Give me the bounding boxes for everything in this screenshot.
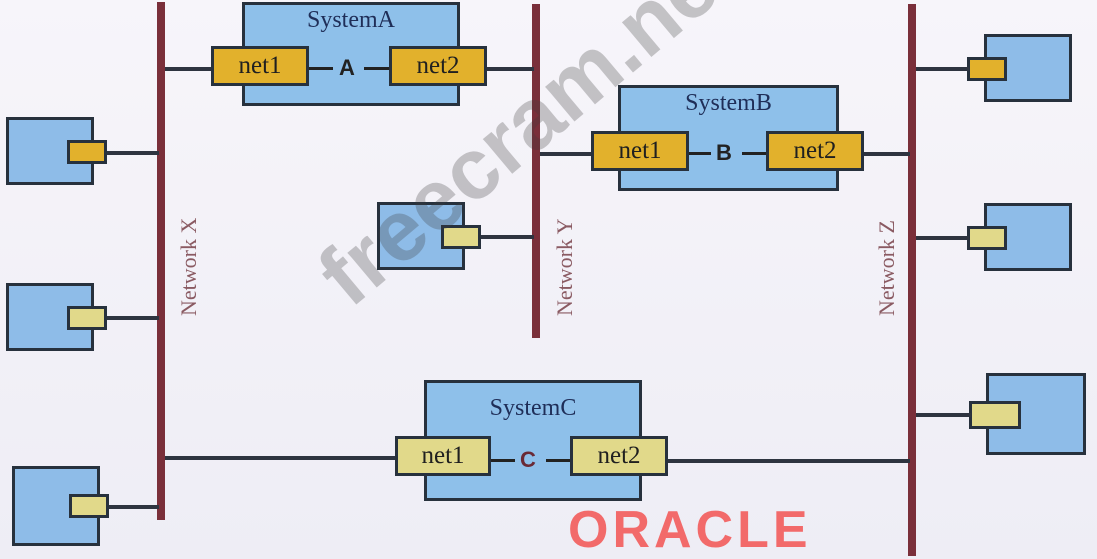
system-c-link-letter: C bbox=[520, 447, 536, 472]
system-b-net2: net2 bbox=[766, 131, 864, 171]
wire-y-to-system-b bbox=[540, 152, 594, 156]
system-c-title: SystemC bbox=[489, 395, 577, 421]
wire-host-z-2 bbox=[916, 236, 969, 240]
network-y-bar bbox=[532, 4, 540, 338]
host-z-2-port bbox=[967, 226, 1007, 250]
system-a-link-letter: A bbox=[339, 55, 355, 80]
host-z-3-port bbox=[969, 401, 1021, 429]
wire-host-x-2 bbox=[107, 316, 159, 320]
wire-system-b-to-z bbox=[862, 152, 910, 156]
network-z-bar bbox=[908, 4, 916, 556]
network-z-label: Network Z bbox=[874, 220, 899, 316]
host-x-2-port bbox=[67, 306, 107, 330]
wire-system-a-to-y bbox=[484, 67, 534, 71]
system-a-dash-right bbox=[364, 67, 390, 70]
system-b-dash-right bbox=[742, 152, 768, 155]
system-a-title: SystemA bbox=[306, 7, 395, 33]
system-c-dash-left bbox=[491, 459, 515, 462]
system-b-net1: net1 bbox=[591, 131, 689, 171]
wire-host-y-1 bbox=[481, 235, 534, 239]
system-b-title: SystemB bbox=[685, 90, 772, 116]
system-a-dash-left bbox=[309, 67, 333, 70]
system-b-dash-left bbox=[689, 152, 711, 155]
wire-x-to-system-a bbox=[165, 67, 215, 71]
wire-host-z-1 bbox=[916, 67, 969, 71]
wire-system-c-to-z bbox=[667, 459, 910, 463]
system-a-net1: net1 bbox=[211, 46, 309, 86]
host-y-1-port bbox=[441, 225, 481, 249]
host-x-1-port bbox=[67, 140, 107, 164]
network-y-label: Network Y bbox=[552, 218, 577, 316]
host-z-1-port bbox=[967, 57, 1007, 81]
oracle-logo: ORACLE bbox=[568, 501, 812, 559]
wire-x-to-system-c bbox=[165, 456, 397, 460]
system-c-dash-right bbox=[546, 459, 572, 462]
system-c-net2: net2 bbox=[570, 436, 668, 476]
host-x-3-port bbox=[69, 494, 109, 518]
system-b-link-letter: B bbox=[716, 140, 732, 165]
network-x-bar bbox=[157, 2, 165, 520]
network-x-label: Network X bbox=[176, 217, 201, 316]
wire-host-z-3 bbox=[916, 413, 971, 417]
wire-host-x-3 bbox=[109, 505, 159, 509]
host-z-2 bbox=[984, 203, 1072, 271]
system-a-net2: net2 bbox=[389, 46, 487, 86]
system-c-net1: net1 bbox=[395, 436, 491, 476]
wire-host-x-1 bbox=[107, 151, 159, 155]
